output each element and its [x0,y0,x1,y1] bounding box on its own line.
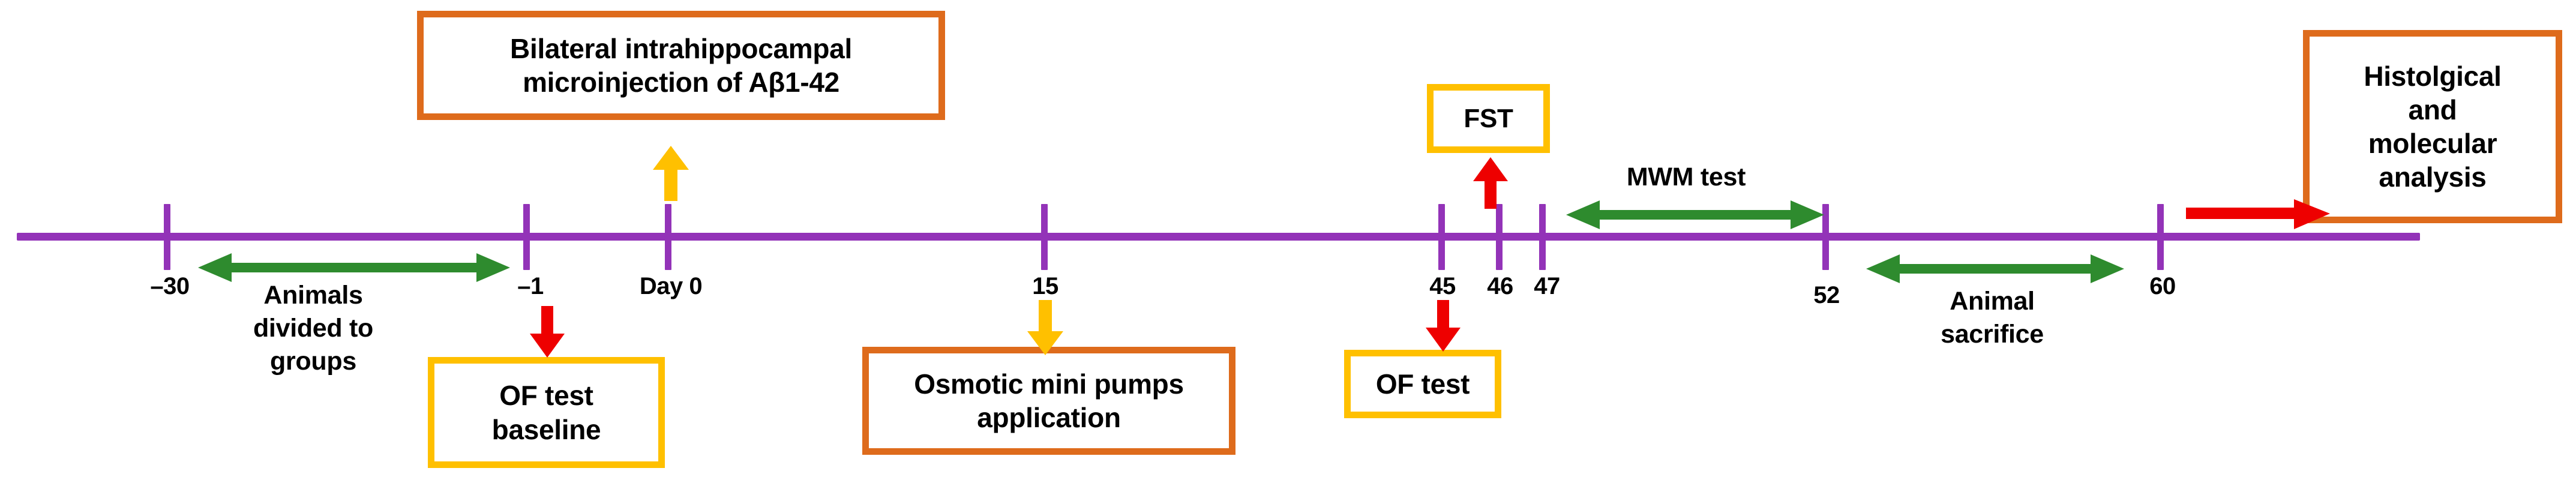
tick-day-0 [665,204,671,270]
box-of-test-baseline: OF test baseline [428,357,665,468]
tick-label-day-52: 52 [1813,282,1840,308]
tick-day-47 [1539,204,1546,270]
box-of-test: OF test [1344,350,1501,418]
box-osmotic-mini-pumps: Osmotic mini pumps application [862,347,1235,455]
tick-label-day-46: 46 [1487,273,1513,299]
box-fst: FST [1427,84,1550,153]
tick-day-60 [2157,204,2164,270]
green-double-arrow-animal-sacrifice [1866,254,2124,283]
tick-label-day-47: 47 [1534,273,1560,299]
tick-label-day-0: Day 0 [639,273,703,299]
tick-day-46 [1496,204,1503,270]
tick-label-day-60: 60 [2149,273,2176,299]
red-right-arrow-to-analysis [2186,199,2330,229]
red-up-arrow-day-46 [1473,157,1508,209]
box-histological-analysis: Histolgical and molecular analysis [2303,30,2562,223]
red-down-arrow-day-minus-1 [530,306,565,358]
tick-minus-1 [523,204,530,270]
tick-label-minus-1: –1 [517,273,544,299]
label-animal-sacrifice: Animal sacrifice [1941,287,2044,349]
yellow-down-arrow-day-15 [1027,300,1063,355]
tick-minus-30 [164,204,170,270]
box-microinjection: Bilateral intrahippocampal microinjectio… [417,11,945,120]
tick-label-minus-30: –30 [150,273,190,299]
green-double-arrow-mwm-test [1566,200,1824,229]
green-double-arrow-animals-divided [198,253,510,282]
tick-day-52 [1822,204,1829,270]
red-down-arrow-day-45 [1426,300,1461,352]
label-mwm-test: MWM test [1626,163,1746,191]
yellow-up-arrow-day-0 [653,146,689,201]
tick-label-day-45: 45 [1429,273,1456,299]
tick-label-day-15: 15 [1032,273,1058,299]
timeline-axis [17,233,2420,241]
label-animals-divided-to-groups: Animals divided to groups [253,281,374,376]
tick-day-45 [1438,204,1445,270]
tick-day-15 [1041,204,1048,270]
